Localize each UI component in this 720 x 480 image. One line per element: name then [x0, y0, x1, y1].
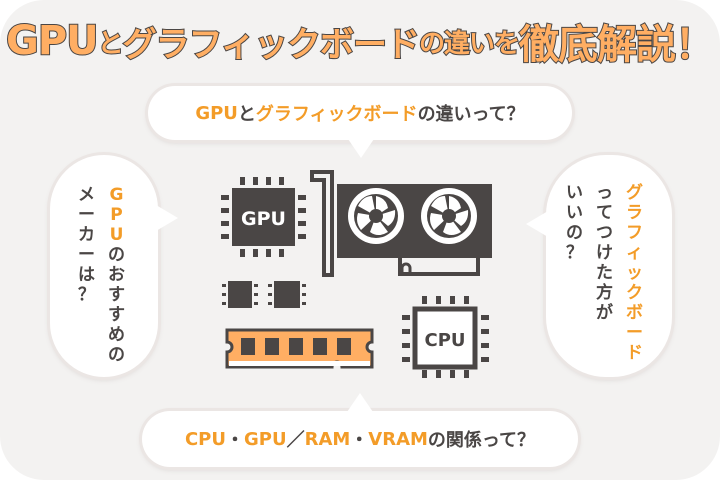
char: ？	[78, 285, 95, 305]
bubble-bottom-sep2: ・	[350, 430, 369, 451]
char: 方	[596, 283, 613, 303]
bubble-left-column-2: メ ー カ ー は ？	[78, 185, 95, 305]
char: ク	[626, 283, 643, 303]
char: P	[110, 205, 123, 225]
char: G	[109, 185, 124, 205]
char: ー	[78, 205, 95, 225]
cpu-chip-label: CPU	[424, 330, 465, 351]
char: お	[108, 265, 125, 285]
char: い	[566, 203, 583, 223]
bubble-right-column-2: っ て つ け た 方 が	[596, 183, 613, 323]
title-gpu: GPU	[5, 17, 100, 65]
char: め	[108, 325, 125, 345]
speech-bubble-right: グ ラ フ ィ ッ ク ボ ー ド っ て つ け た 方 が い い の ？	[526, 155, 672, 377]
char: の	[108, 345, 125, 365]
char: す	[108, 285, 125, 305]
bubble-top-gpu: GPU	[195, 102, 238, 124]
speech-bubble-top: GPU と グラフィックボード の違いって？	[148, 86, 572, 158]
title-tettei-kaisetsu: 徹底解説！	[518, 21, 716, 69]
char: ド	[626, 343, 643, 363]
bubble-bottom-vram: VRAM	[368, 428, 428, 450]
bubble-top-to: と	[237, 104, 256, 125]
char: て	[596, 203, 613, 223]
char: つ	[596, 223, 613, 243]
char: す	[108, 305, 125, 325]
char: の	[108, 245, 125, 265]
char: フ	[626, 223, 643, 243]
char: ラ	[626, 203, 643, 223]
char: メ	[78, 185, 95, 205]
char: た	[596, 263, 613, 283]
char: の	[566, 223, 583, 243]
cpu-chip-icon: CPU	[402, 296, 489, 378]
gpu-chip-label: GPU	[241, 208, 286, 230]
memory-chip-icon	[222, 281, 258, 308]
memory-chip-icon	[268, 281, 306, 308]
char: ー	[626, 323, 643, 343]
char: は	[78, 265, 95, 285]
char: ボ	[626, 303, 643, 323]
char: ー	[78, 245, 95, 265]
title-graphics-board: グラフィックボード	[122, 24, 421, 66]
bubble-right-column-3: い い の ？	[566, 183, 583, 263]
char: け	[596, 243, 613, 263]
title-to: と	[97, 28, 125, 60]
bubble-bottom-gpu: GPU	[243, 428, 287, 450]
bubble-left-column-1: G P U の お す す め の	[108, 185, 125, 365]
char: U	[109, 225, 124, 245]
hardware-illustration: GPU	[221, 170, 492, 378]
char: ッ	[626, 263, 643, 283]
fan-icon	[348, 188, 404, 244]
char: カ	[78, 225, 95, 245]
bubble-top-graphics-board: グラフィックボード	[255, 104, 418, 125]
bubble-bottom-slash: ／	[286, 430, 305, 451]
char: が	[596, 303, 613, 323]
graphics-card-icon	[310, 170, 492, 277]
bubble-bottom-sep1: ・	[225, 430, 244, 451]
gpu-chip-icon: GPU	[221, 177, 306, 257]
speech-bubble-left: G P U の お す す め の メ ー カ ー は ？	[50, 155, 178, 377]
bubble-right-column-1: グ ラ フ ィ ッ ク ボ ー ド	[626, 183, 643, 363]
bubble-bottom-question: の関係って？	[427, 430, 536, 451]
char: い	[566, 183, 583, 203]
bubble-bottom-ram: RAM	[304, 428, 351, 450]
fan-icon	[421, 188, 477, 244]
title-no-chigai: の違いを	[418, 28, 521, 60]
bubble-bottom-cpu: CPU	[184, 428, 226, 450]
ram-stick-icon	[225, 328, 374, 369]
speech-bubble-bottom: CPU ・ GPU ／ RAM ・ VRAM の関係って？	[142, 393, 578, 467]
bubble-top-question: の違いって？	[417, 104, 525, 125]
char: グ	[626, 183, 643, 203]
char: ィ	[626, 243, 643, 263]
page-title: GPU と グラフィックボード の違いを 徹底解説！	[0, 8, 720, 74]
char: っ	[596, 183, 613, 203]
char: ？	[566, 243, 583, 263]
